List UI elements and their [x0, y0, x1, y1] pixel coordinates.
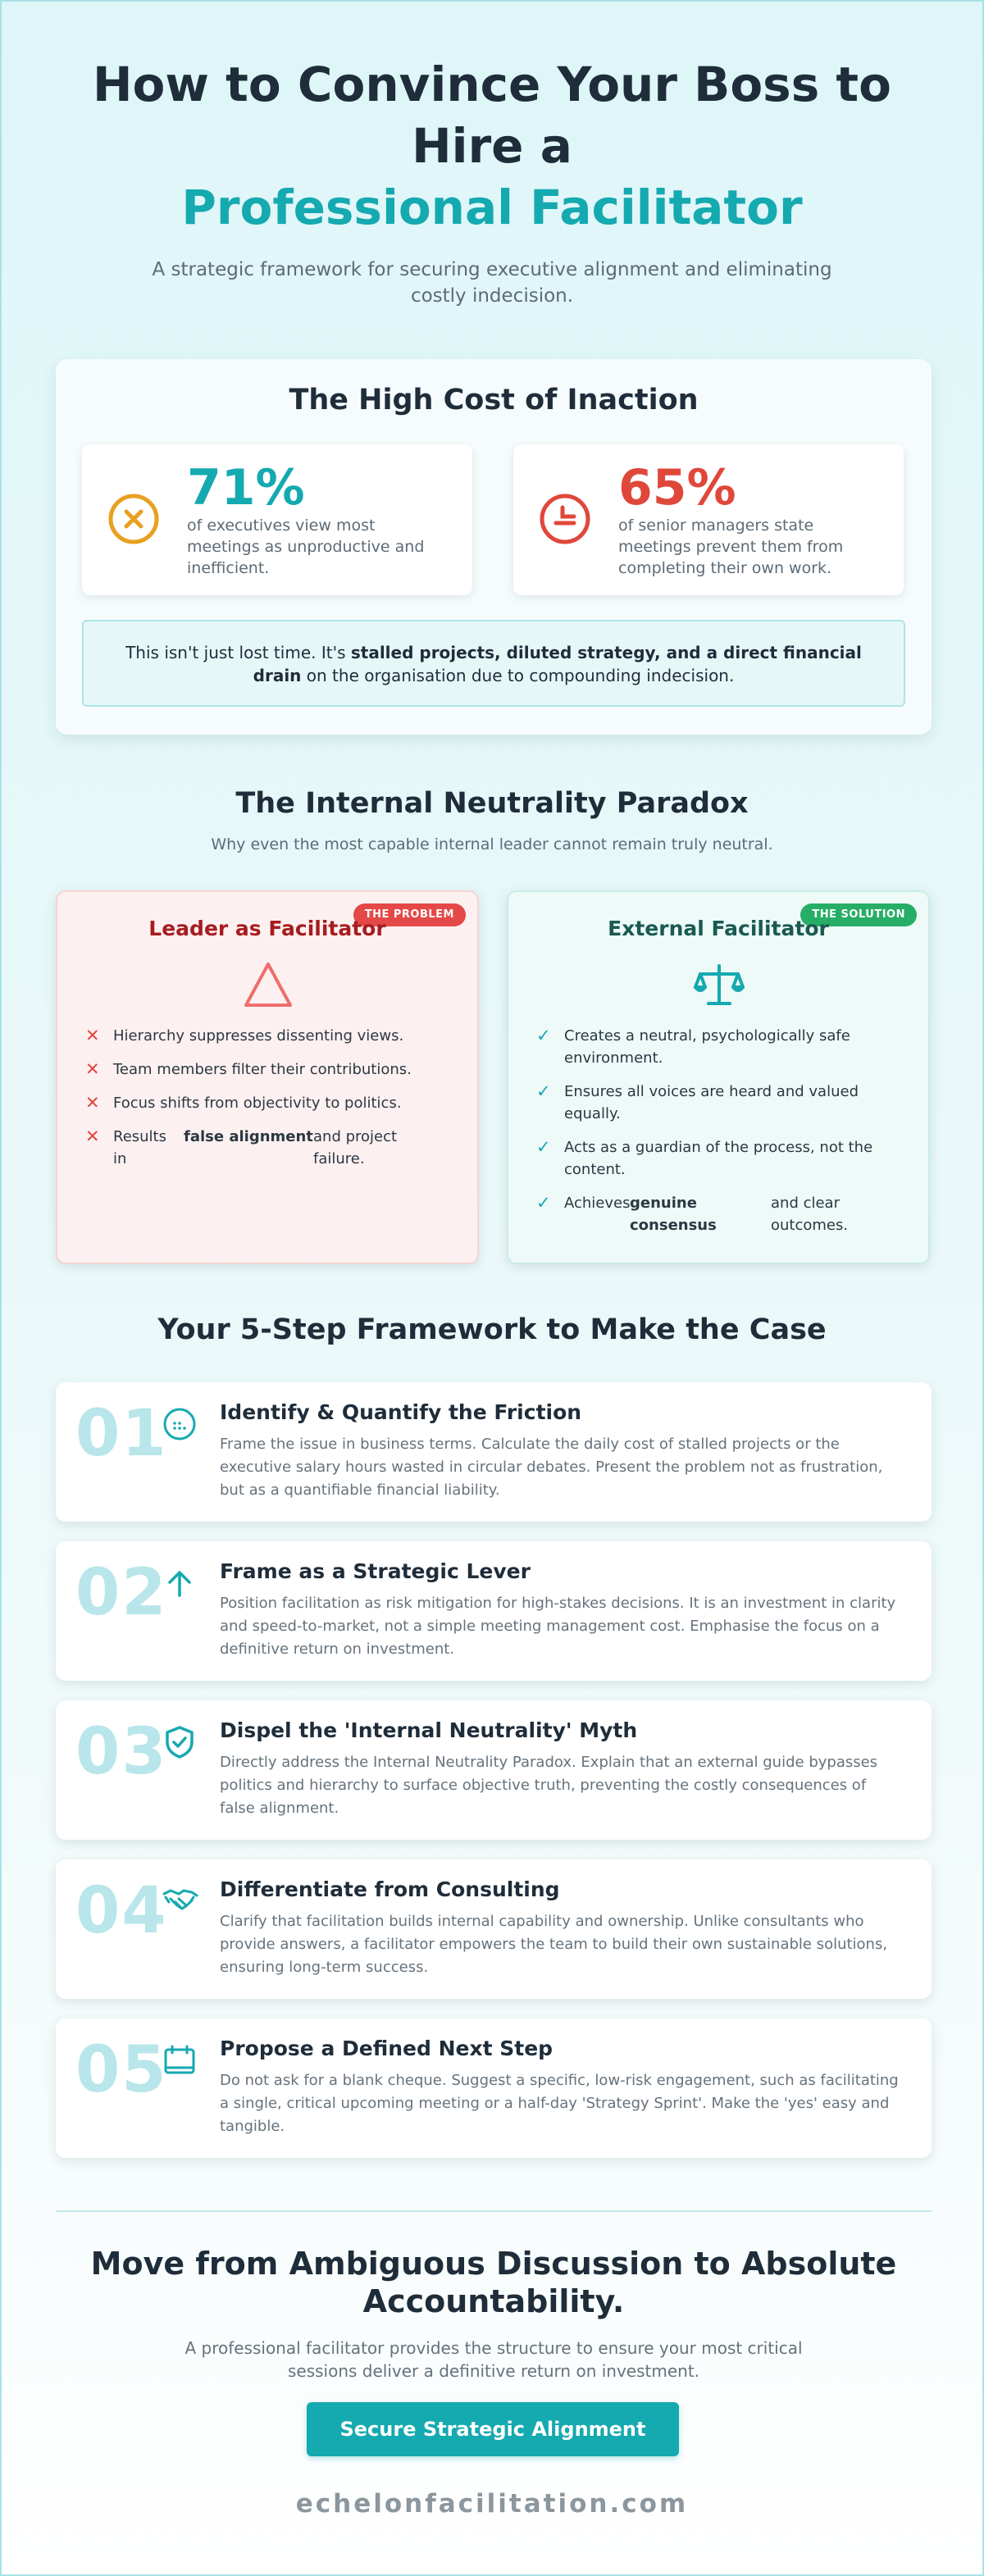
step-title: Propose a Defined Next Step — [220, 2037, 554, 2060]
cost-callout: This isn't just lost time. It's stalled … — [82, 620, 905, 707]
list-item: ✓ Creates a neutral, psychologically safe… — [536, 1025, 905, 1069]
cost-of-inaction-card: The High Cost of Inaction 71% of executi… — [56, 359, 932, 735]
problem-card-title: Leader as Facilitator — [148, 917, 386, 940]
list-item-text: Creates a neutral, psychologically safe … — [564, 1027, 850, 1067]
x-circle-icon — [108, 494, 159, 544]
stat-card-managers: 65% of senior managers state meetings pr… — [513, 444, 904, 595]
list-item: ✓ Achieves genuine consensus and clear o… — [536, 1192, 905, 1236]
stat-value: 65% — [618, 459, 736, 517]
step-description: Frame the issue in business terms. Calcu… — [220, 1436, 883, 1499]
stat-value: 71% — [187, 459, 305, 517]
shield-check-icon — [166, 1726, 194, 1759]
paradox-section-subtitle: Why even the most capable internal leade… — [211, 835, 773, 853]
list-item-text: and project failure. — [313, 1128, 398, 1167]
list-item: ✓ Ensures all voices are heard and valued… — [536, 1081, 905, 1125]
solution-list: ✓ Creates a neutral, psychologically safe… — [536, 1025, 905, 1248]
scales-icon — [694, 964, 745, 1005]
step-card-1: 01 Identify & Quantify the Friction Fram… — [56, 1382, 932, 1522]
list-item: ✕ Hierarchy suppresses dissenting views. — [85, 1025, 454, 1047]
checkmark-icon: ✓ — [536, 1137, 551, 1157]
page-title-accent: Professional Facilitator — [181, 180, 803, 235]
step-title: Dispel the 'Internal Neutrality' Myth — [220, 1718, 638, 1742]
step-description: Clarify that facilitation builds interna… — [220, 1913, 888, 1976]
checkmark-icon: ✓ — [536, 1081, 551, 1101]
step-number: 04 — [75, 1874, 168, 1948]
cross-icon: ✕ — [85, 1126, 100, 1146]
step-title: Frame as a Strategic Lever — [220, 1559, 531, 1583]
list-item-text: Results in — [113, 1128, 166, 1167]
list-item-text: Hierarchy suppresses dissenting views. — [113, 1027, 404, 1045]
warning-triangle-icon — [244, 963, 292, 1007]
cross-icon: ✕ — [85, 1059, 100, 1079]
cost-section-title: The High Cost of Inaction — [289, 384, 699, 416]
cta-subtitle: A professional facilitator provides the … — [184, 2338, 803, 2381]
step-description: Position facilitation as risk mitigation… — [220, 1595, 896, 1658]
arrow-up-icon — [168, 1571, 191, 1597]
list-item-emphasis: genuine consensus — [630, 1195, 717, 1234]
stat-card-executives: 71% of executives view most meetings as … — [82, 444, 472, 595]
callout-text-end: on the organisation due to compounding i… — [301, 666, 735, 685]
step-number: 02 — [75, 1556, 168, 1630]
problem-badge: THE PROBLEM — [353, 903, 466, 926]
problem-list: ✕Hierarchy suppresses dissenting views. … — [85, 1025, 454, 1181]
step-card-5: 05 Propose a Defined Next Step Do not as… — [56, 2018, 932, 2158]
handshake-icon — [162, 1889, 198, 1910]
checkmark-icon: ✓ — [536, 1026, 551, 1045]
step-title: Identify & Quantify the Friction — [220, 1400, 582, 1424]
paradox-section-title: The Internal Neutrality Paradox — [235, 787, 749, 820]
solution-card-title: External Facilitator — [608, 917, 829, 940]
list-item-text: Focus shifts from objectivity to politic… — [113, 1095, 402, 1112]
step-number: 05 — [75, 2033, 168, 2107]
solution-badge: THE SOLUTION — [800, 903, 917, 926]
step-card-3: 03 Dispel the 'Internal Neutrality' Myth… — [56, 1700, 932, 1840]
step-number: 01 — [75, 1397, 168, 1471]
list-item-text: and clear outcomes. — [771, 1195, 849, 1234]
list-item: ✕ Focus shifts from objectivity to politi… — [85, 1092, 454, 1114]
step-description: Directly address the Internal Neutrality… — [220, 1754, 878, 1817]
list-item-text: Achieves — [564, 1195, 631, 1212]
calendar-icon — [164, 2045, 195, 2074]
cross-icon: ✕ — [85, 1026, 100, 1045]
list-item-text: Acts as a guardian of the process, not t… — [564, 1139, 873, 1178]
list-item-text: Team members filter their contributions. — [113, 1061, 412, 1078]
clock-icon — [540, 494, 590, 544]
page-subtitle: A strategic framework for securing execu… — [152, 259, 832, 307]
problem-card: THE PROBLEM Leader as Facilitator ✕ Hiera… — [56, 890, 479, 1264]
callout-text: This isn't just lost time. It's — [125, 643, 351, 662]
solution-card: THE SOLUTION External Facilitator ✓ Creat… — [507, 890, 930, 1264]
stat-description: of executives view most meetings as unpr… — [187, 517, 425, 577]
stat-description: of senior managers state meetings preven… — [618, 517, 844, 577]
steps-section-title: Your 5-Step Framework to Make the Case — [157, 1313, 827, 1346]
list-item-text: Ensures all voices are heard and valued … — [564, 1083, 859, 1122]
callout-emphasis: stalled projects, diluted strategy, and … — [253, 643, 862, 685]
list-item: ✓ Acts as a guardian of the process, not … — [536, 1136, 905, 1181]
step-card-2: 02 Frame as a Strategic Lever Position f… — [56, 1541, 932, 1681]
cross-icon: ✕ — [85, 1093, 100, 1113]
page-title-line: How to Convince Your Boss to Hire a — [93, 57, 891, 174]
list-item: ✕ Team members filter their contributions… — [85, 1058, 454, 1081]
checkmark-icon: ✓ — [536, 1193, 551, 1213]
step-title: Differentiate from Consulting — [220, 1877, 560, 1901]
page-title: How to Convince Your Boss to Hire a Prof… — [66, 54, 918, 239]
secure-alignment-button[interactable]: Secure Strategic Alignment — [307, 2402, 679, 2456]
step-number: 03 — [75, 1715, 168, 1789]
list-item: ✕ Results in false alignment and project… — [85, 1126, 454, 1170]
step-description: Do not ask for a blank cheque. Suggest a… — [220, 2072, 899, 2135]
cta-title: Move from Ambiguous Discussion to Absolu… — [90, 2246, 897, 2319]
footer-website-link[interactable]: echelonfacilitation.com — [295, 2489, 689, 2519]
section-divider — [56, 2210, 932, 2212]
hero: How to Convince Your Boss to Hire a Prof… — [2, 2, 982, 309]
step-card-4: 04 Differentiate from Consulting Clarify… — [56, 1859, 932, 1999]
list-item-emphasis: false alignment — [184, 1128, 313, 1145]
calculator-icon — [163, 1408, 196, 1440]
